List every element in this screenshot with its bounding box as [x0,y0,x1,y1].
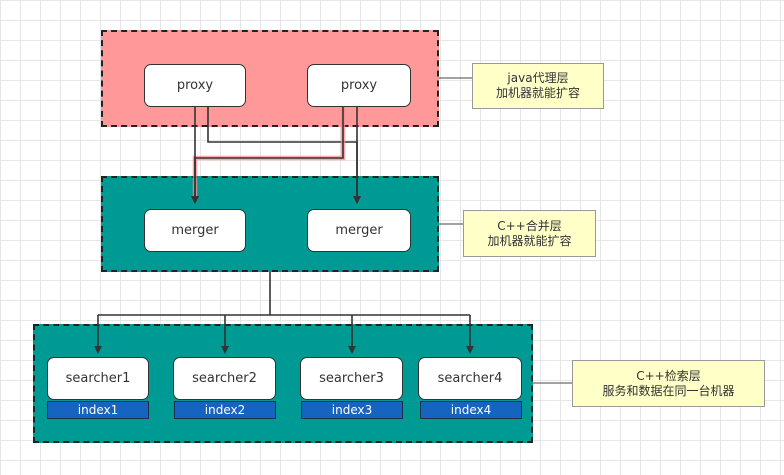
searcher-node-3[interactable]: searcher3 [300,357,403,400]
searcher-note-desc: 服务和数据在同一台机器 [602,383,735,398]
merger-note-title: C++合并层 [497,218,562,233]
index-tag-3: index3 [301,401,403,419]
edge-proxy2-merger1 [191,106,344,204]
merger-node-1[interactable]: merger [144,209,246,252]
index-tag-2: index2 [174,401,276,419]
merger-layer-note: C++合并层 加机器就能扩容 [463,210,596,257]
proxy-layer-note: java代理层 加机器就能扩容 [472,63,604,109]
edge-proxy2-merger1-glow [192,106,346,200]
searcher-node-2[interactable]: searcher2 [173,357,276,400]
edge-proxy1-merger2 [207,106,361,204]
index-tag-1: index1 [47,401,149,419]
searcher-node-4[interactable]: searcher4 [418,357,522,400]
proxy-note-desc: 加机器就能扩容 [495,86,580,100]
searcher-node-1[interactable]: searcher1 [47,357,149,400]
proxy-note-title: java代理层 [507,71,569,85]
searcher-note-title: C++检索层 [636,368,701,383]
merger-node-2[interactable]: merger [307,209,411,252]
searcher-layer-note: C++检索层 服务和数据在同一台机器 [572,360,765,407]
index-tag-4: index4 [420,401,522,419]
proxy-node-1[interactable]: proxy [144,64,246,107]
merger-note-desc: 加机器就能扩容 [487,233,572,248]
proxy-node-2[interactable]: proxy [307,64,411,107]
